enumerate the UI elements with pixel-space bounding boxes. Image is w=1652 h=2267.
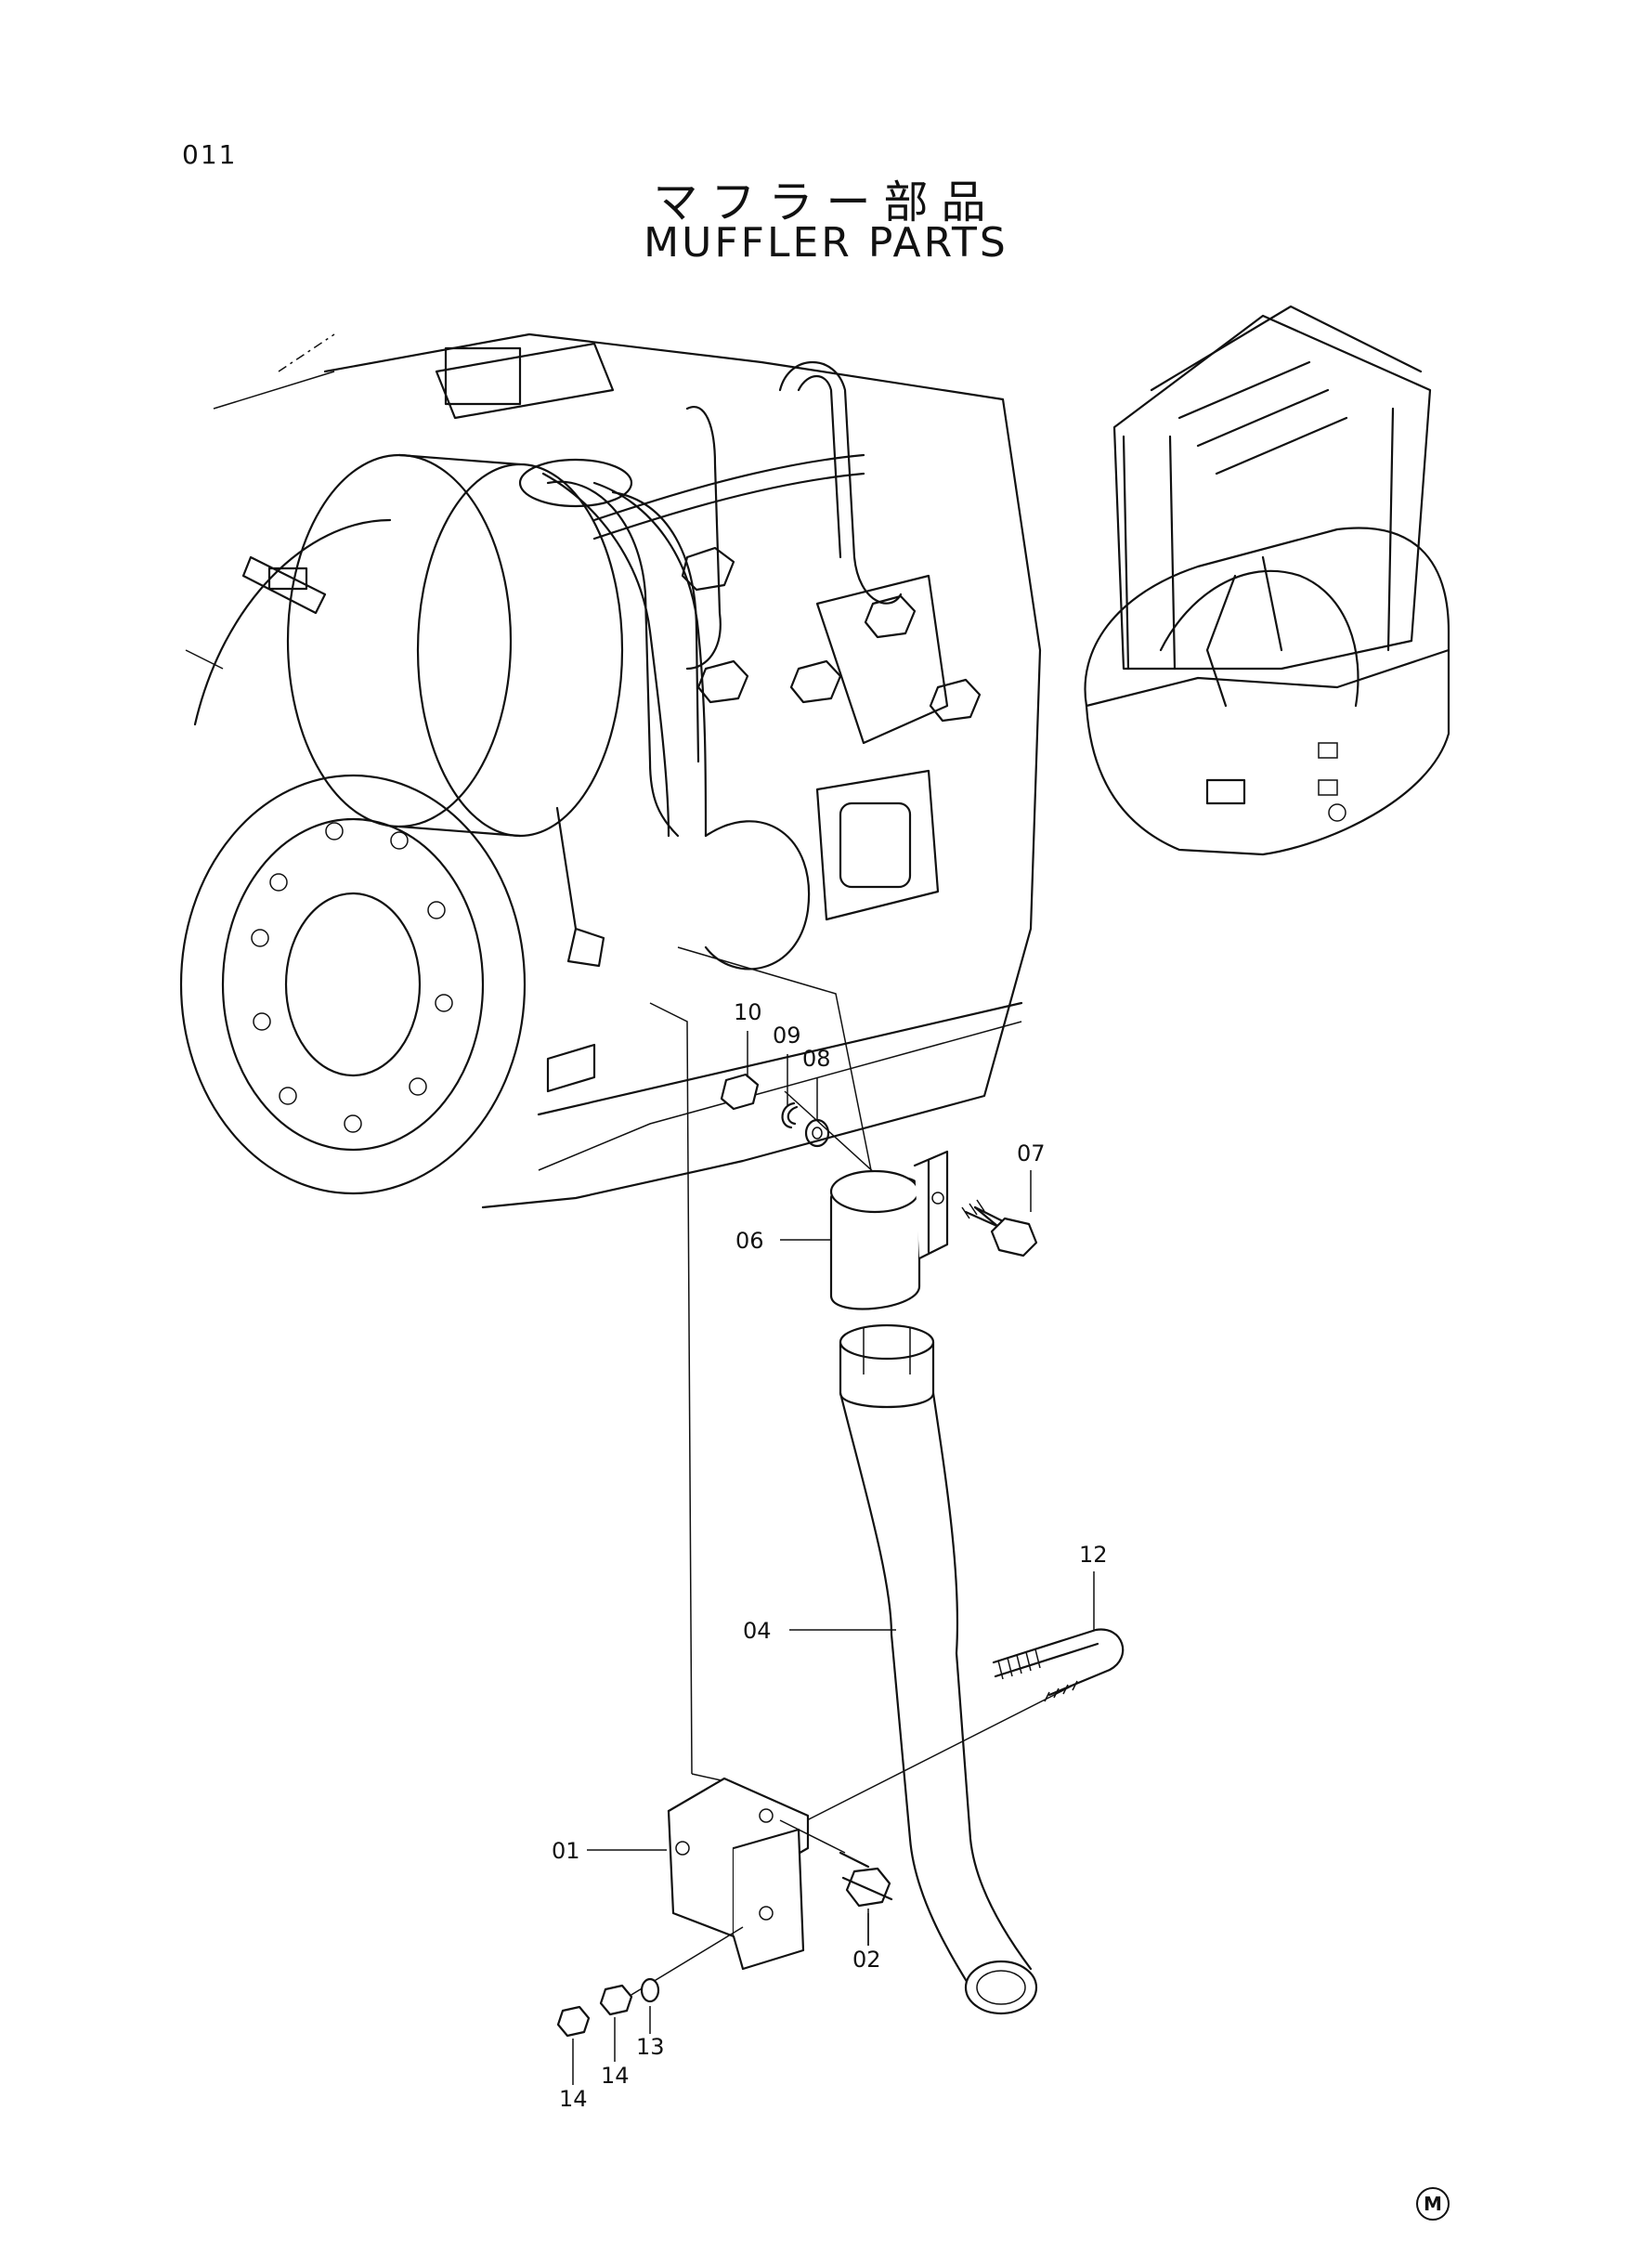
callout-10: 10 xyxy=(734,999,762,1025)
nut-14-outer xyxy=(556,2005,591,2038)
bracket-01 xyxy=(667,1777,810,1971)
callout-leaders xyxy=(572,1031,1095,2085)
excavator-thumbnail xyxy=(1084,305,1450,856)
callout-08: 08 xyxy=(802,1046,831,1072)
callout-14-inner: 14 xyxy=(601,2063,630,2089)
page-title-japanese: マフラー部品 xyxy=(653,176,999,228)
nut-10 xyxy=(720,1073,760,1111)
callout-12: 12 xyxy=(1079,1542,1108,1568)
callout-09: 09 xyxy=(773,1023,801,1049)
bolt-07 xyxy=(961,1199,1038,1257)
clamp-06 xyxy=(829,1150,949,1310)
engine-illustration xyxy=(179,332,1042,1209)
callout-01: 01 xyxy=(552,1838,580,1864)
callout-02: 02 xyxy=(852,1947,881,1973)
page-title-english: MUFFLER PARTS xyxy=(644,219,1008,267)
callout-13: 13 xyxy=(636,2034,665,2060)
callout-04: 04 xyxy=(743,1618,772,1644)
callout-06: 06 xyxy=(735,1228,764,1254)
callout-14-outer: 14 xyxy=(559,2086,588,2112)
page-number: 011 xyxy=(182,139,238,170)
callout-labels: 10 09 08 07 06 12 04 01 02 13 14 14 xyxy=(552,999,1108,2112)
exhaust-parts-exploded xyxy=(556,946,1125,2038)
washer-13 xyxy=(640,1977,660,2003)
nut-14-inner xyxy=(599,1984,633,2016)
corner-m-mark: M xyxy=(1416,2187,1450,2221)
tailpipe-04 xyxy=(839,1323,1038,2015)
callout-07: 07 xyxy=(1017,1140,1046,1166)
